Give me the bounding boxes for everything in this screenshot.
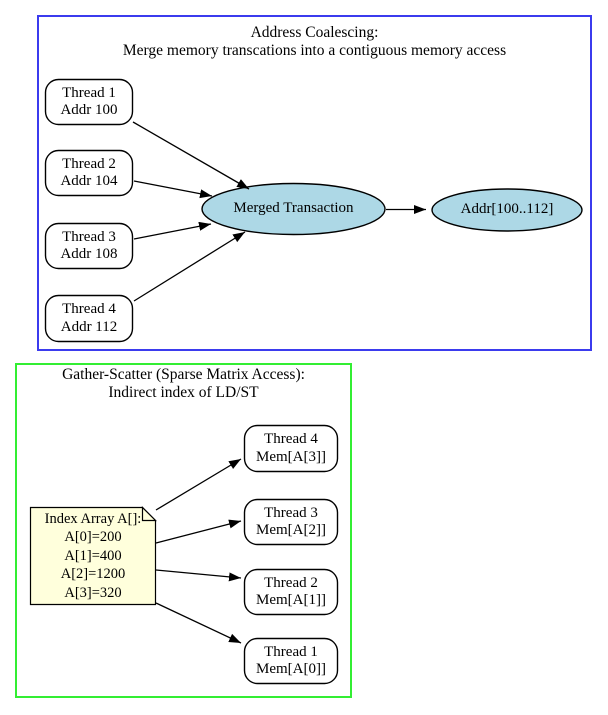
node-gs-thread-2: Thread 2 Mem[A[1]] xyxy=(244,569,338,615)
addr-range-label-box: Addr[100..112] xyxy=(432,189,582,231)
node-gs-thread-1-shape xyxy=(243,637,339,685)
gs-thread-2-name: Thread 2 xyxy=(264,574,318,591)
node-thread-1: Thread 1 Addr 100 xyxy=(45,79,133,125)
node-thread-2: Thread 2 Addr 104 xyxy=(45,150,133,196)
edge-thread1-to-merged xyxy=(132,121,250,190)
index-array-note: Index Array A[]: A[0]=200 A[1]=400 A[2]=… xyxy=(30,507,156,605)
node-gs-thread-3-shape xyxy=(243,498,339,546)
gs-thread-3-name: Thread 3 xyxy=(264,504,318,521)
thread-2-name: Thread 2 xyxy=(62,155,116,172)
thread-4-addr: Addr 112 xyxy=(60,318,118,335)
coalescing-title: Address Coalescing: Merge memory transca… xyxy=(37,24,592,60)
index-array-title: Index Array A[]: xyxy=(44,510,142,527)
index-array-entry-0: A[0]=200 xyxy=(64,529,122,546)
merged-transaction-label: Merged Transaction xyxy=(233,200,354,217)
gather-scatter-panel xyxy=(15,363,352,698)
node-gs-thread-2-shape xyxy=(243,568,339,616)
index-array-note-shape xyxy=(29,506,157,606)
node-gs-thread-4-shape xyxy=(243,424,339,473)
node-gs-thread-4: Thread 4 Mem[A[3]] xyxy=(244,425,338,472)
thread-1-addr: Addr 100 xyxy=(60,102,118,118)
index-array-entry-3: A[3]=320 xyxy=(64,584,122,601)
edge-thread2-to-merged xyxy=(133,180,213,199)
merged-transaction-label-box: Merged Transaction xyxy=(202,184,385,234)
edge-note-to-gs-thread3 xyxy=(155,519,242,544)
gather-scatter-title-line1: Gather-Scatter (Sparse Matrix Access): xyxy=(62,366,305,383)
thread-3-name: Thread 3 xyxy=(62,228,116,245)
gs-thread-3-mem: Mem[A[2]] xyxy=(256,522,326,538)
node-thread-4-shape xyxy=(44,294,134,343)
note-fold-corner xyxy=(141,506,157,522)
index-array-entry-2: A[2]=1200 xyxy=(60,566,126,583)
edge-thread3-to-merged xyxy=(133,221,212,240)
gs-thread-4-mem: Mem[A[3]] xyxy=(256,448,326,465)
gs-thread-4-name: Thread 4 xyxy=(264,431,318,447)
thread-2-addr: Addr 104 xyxy=(60,173,118,189)
addr-range-ellipse xyxy=(431,188,583,232)
addr-range-label: Addr[100..112] xyxy=(460,201,554,218)
edge-note-to-gs-thread2 xyxy=(155,569,242,582)
node-gs-thread-1: Thread 1 Mem[A[0]] xyxy=(244,638,338,684)
merged-transaction-ellipse xyxy=(201,182,386,236)
coalescing-title-line1: Address Coalescing: xyxy=(250,24,379,41)
edge-thread4-to-merged xyxy=(133,231,246,302)
edge-note-to-gs-thread4 xyxy=(155,458,242,511)
node-gs-thread-3: Thread 3 Mem[A[2]] xyxy=(244,499,338,545)
node-thread-3: Thread 3 Addr 108 xyxy=(45,223,133,269)
node-thread-1-shape xyxy=(44,78,134,126)
gs-thread-1-mem: Mem[A[0]] xyxy=(256,661,326,677)
node-thread-2-shape xyxy=(44,149,134,197)
gs-thread-1-name: Thread 1 xyxy=(264,643,318,660)
gs-thread-2-mem: Mem[A[1]] xyxy=(256,592,326,608)
thread-3-addr: Addr 108 xyxy=(60,246,118,262)
thread-4-name: Thread 4 xyxy=(62,301,116,317)
edge-note-to-gs-thread1 xyxy=(155,602,242,644)
node-thread-4: Thread 4 Addr 112 xyxy=(45,295,133,342)
node-thread-3-shape xyxy=(44,222,134,270)
gather-scatter-title: Gather-Scatter (Sparse Matrix Access): I… xyxy=(15,366,352,402)
coalescing-title-line2: Merge memory transcations into a contigu… xyxy=(122,42,507,59)
address-coalescing-panel xyxy=(37,15,592,351)
gather-scatter-title-line2: Indirect index of LD/ST xyxy=(108,384,259,401)
index-array-entry-1: A[1]=400 xyxy=(64,547,122,564)
thread-1-name: Thread 1 xyxy=(62,84,116,101)
